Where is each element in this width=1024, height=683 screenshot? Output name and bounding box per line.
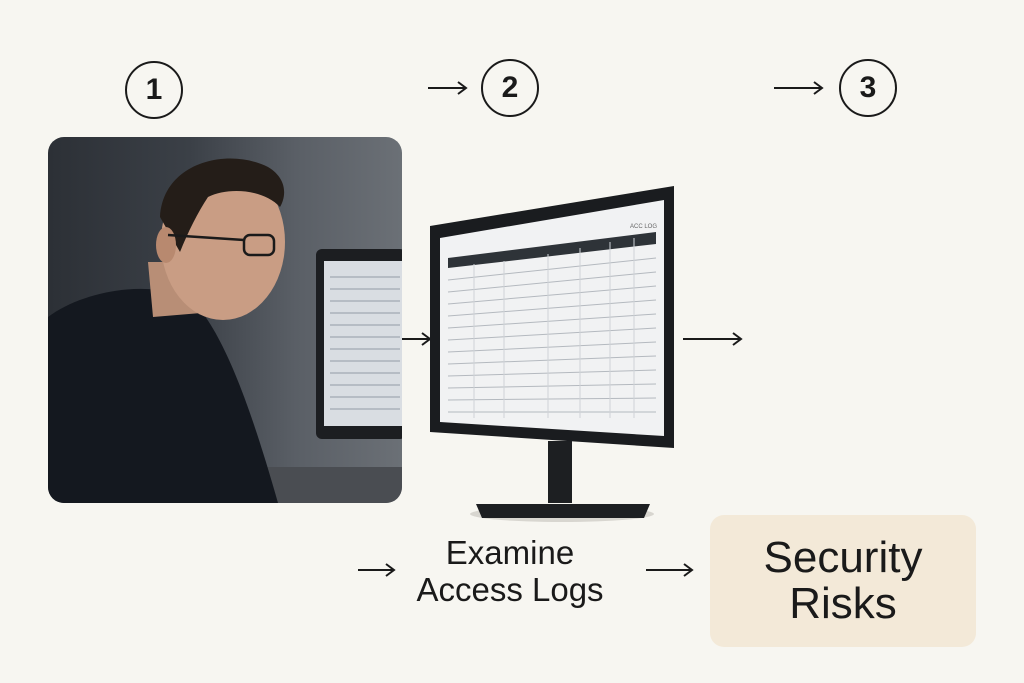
security-risks-box: Security Risks <box>710 515 976 647</box>
step-1-circle: 1 <box>125 61 183 119</box>
examine-line-2: Access Logs <box>416 570 604 608</box>
examine-line-1: Examine <box>445 534 575 571</box>
step-3-number: 3 <box>859 71 877 104</box>
arrow-icon-to-step-3 <box>774 80 826 96</box>
step-2-circle: 2 <box>481 59 539 117</box>
examine-access-logs-label: Examine Access Logs <box>380 534 640 609</box>
analyst-photo <box>48 137 402 503</box>
arrow-icon-monitor-right <box>683 331 745 347</box>
arrow-icon-to-examine <box>358 562 398 578</box>
risks-line-1: Security <box>763 532 923 582</box>
risks-line-2: Risks <box>789 579 897 628</box>
arrow-icon-to-step-2 <box>428 80 470 96</box>
monitor-corner-label: ACC LOG <box>630 224 658 230</box>
arrow-icon-to-risks <box>646 562 696 578</box>
step-3-circle: 3 <box>839 59 897 117</box>
monitor-illustration: ACC LOG <box>430 186 676 526</box>
step-2-number: 2 <box>501 71 519 104</box>
step-1-number: 1 <box>145 73 163 106</box>
